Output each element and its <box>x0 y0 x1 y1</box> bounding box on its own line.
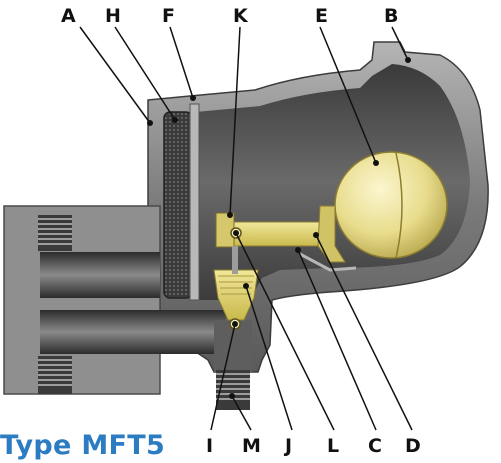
callout-l: L <box>327 435 339 457</box>
cover-plate <box>189 103 200 301</box>
pointer-dots <box>147 57 411 399</box>
callout-h: H <box>105 5 121 27</box>
strainer-screen <box>163 111 193 299</box>
leader-d <box>315 234 413 431</box>
outlet-passage <box>40 310 226 354</box>
leader-b <box>391 26 409 61</box>
callout-c: C <box>368 435 382 457</box>
leader-h <box>114 26 176 121</box>
leader-c <box>297 249 377 431</box>
connection-block <box>3 205 161 395</box>
leader-lines <box>79 26 413 431</box>
seat-threads <box>218 275 254 295</box>
leader-m <box>231 395 252 431</box>
callout-b: B <box>384 5 398 27</box>
model-caption: Type MFT5 <box>0 430 166 461</box>
leader-j <box>245 285 293 431</box>
float-ball <box>334 151 448 259</box>
callout-m: M <box>242 435 261 457</box>
bottom-threaded-port <box>216 370 250 410</box>
upper-threaded-port <box>38 215 72 251</box>
valve-stem <box>232 246 238 274</box>
arm-linkage <box>299 252 357 272</box>
leader-a <box>79 26 151 124</box>
leader-k <box>229 26 241 216</box>
leader-e <box>319 26 377 164</box>
lower-threaded-port <box>38 356 72 394</box>
float-seam <box>395 152 403 259</box>
callout-f: F <box>162 5 175 27</box>
callout-d: D <box>405 435 421 457</box>
inlet-passage <box>40 252 160 298</box>
callout-k: K <box>233 5 249 27</box>
callout-e: E <box>315 5 328 27</box>
arm-bracket <box>317 205 346 263</box>
leader-l <box>235 232 335 431</box>
callout-i: I <box>206 435 213 457</box>
leader-f <box>169 26 194 99</box>
callout-a: A <box>61 5 76 27</box>
callout-j: J <box>283 435 292 457</box>
leader-i <box>210 323 236 431</box>
